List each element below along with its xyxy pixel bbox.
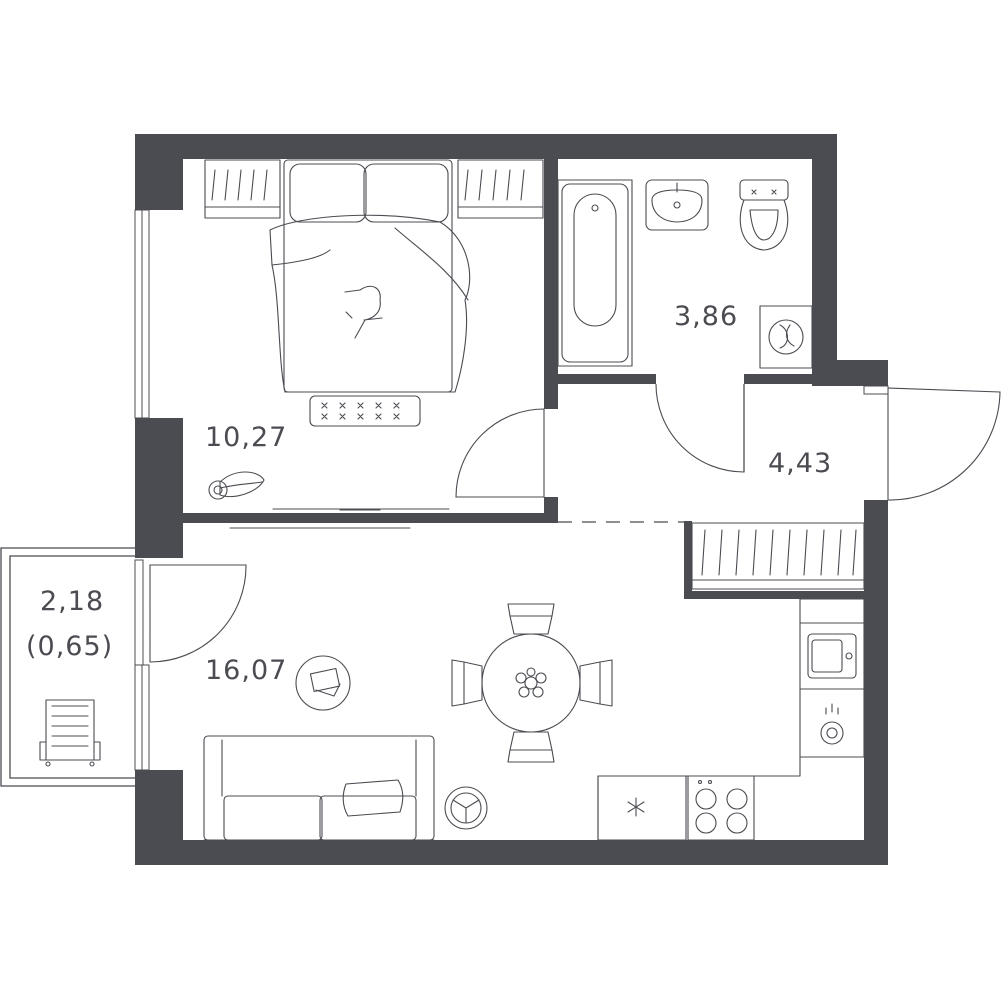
water-heater-icon	[820, 703, 844, 745]
wardrobe-right	[457, 159, 544, 219]
bathroom-fixtures	[557, 179, 813, 369]
bathroom-area: 3,86	[674, 301, 738, 332]
walls	[134, 134, 888, 865]
wardrobe-left	[204, 159, 281, 219]
robot-vacuum-icon	[444, 786, 488, 830]
flower-icon	[515, 667, 547, 698]
bathtub	[557, 179, 633, 367]
area-labels: 10,27 3,86 4,43 16,07 2,18 (0,65)	[26, 301, 832, 686]
balcony-area: 2,18	[40, 586, 104, 617]
hallway-wardrobe	[691, 522, 865, 590]
rug-bedroom	[309, 395, 421, 427]
balcony-chair	[39, 699, 101, 767]
balcony-area-reduced: (0,65)	[26, 631, 113, 662]
dining-table	[451, 603, 613, 763]
bed	[269, 159, 471, 393]
balcony	[0, 547, 144, 787]
doors	[149, 383, 1001, 663]
living-furniture	[203, 603, 613, 841]
stove	[687, 775, 755, 841]
kitchen	[597, 598, 865, 841]
living-area: 16,07	[205, 655, 287, 686]
tv-icon	[229, 508, 450, 529]
bedroom-furniture	[204, 159, 544, 529]
sink	[645, 179, 709, 231]
plant-icon	[208, 471, 265, 500]
sofa	[203, 735, 435, 841]
hallway-area: 4,43	[768, 448, 832, 479]
coffee-table	[295, 655, 351, 711]
bedroom-area: 10,27	[205, 422, 287, 453]
toilet	[739, 179, 789, 251]
washing-machine	[759, 305, 813, 369]
